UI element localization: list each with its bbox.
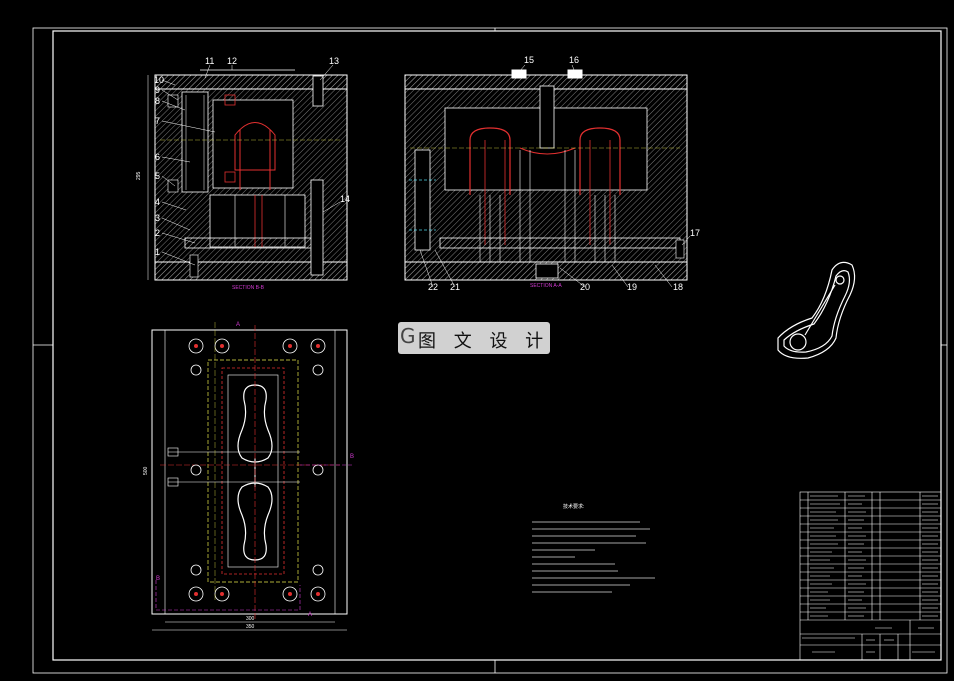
svg-text:2: 2 bbox=[155, 228, 160, 238]
svg-text:3: 3 bbox=[155, 213, 160, 223]
watermark-logo: G bbox=[400, 324, 416, 348]
svg-text:5: 5 bbox=[155, 171, 160, 181]
dim-plan-height: 500 bbox=[143, 466, 149, 475]
dim-section-height: 295 bbox=[136, 171, 142, 180]
svg-text:12: 12 bbox=[227, 56, 237, 66]
svg-text:4: 4 bbox=[155, 197, 160, 207]
svg-text:18: 18 bbox=[673, 282, 683, 292]
plan-view: 300 350 500 A A B B bbox=[143, 322, 354, 631]
axis-label-b-left: B bbox=[156, 576, 160, 582]
svg-text:21: 21 bbox=[450, 282, 460, 292]
axis-label-a-bottom: A bbox=[308, 612, 312, 618]
section-label-b-b: SECTION B-B bbox=[232, 285, 265, 291]
watermark-text: 图 文 设 计 bbox=[418, 331, 550, 352]
svg-text:15: 15 bbox=[524, 55, 534, 65]
svg-text:10: 10 bbox=[154, 75, 164, 85]
svg-text:1: 1 bbox=[155, 247, 160, 257]
section-label-a-a: SECTION A-A bbox=[530, 283, 562, 289]
dim-plan-width: 300 bbox=[246, 616, 255, 622]
section-view-b-b: 295 SECTION B-B bbox=[136, 69, 348, 291]
axis-label-b-right: B bbox=[350, 454, 354, 460]
svg-text:14: 14 bbox=[340, 194, 350, 204]
dim-plan-width-outer: 350 bbox=[246, 624, 255, 630]
axis-label-a-top: A bbox=[236, 322, 240, 328]
title-block-text-lines bbox=[802, 495, 938, 653]
part-numbers-left: 1 2 3 4 5 6 7 8 9 10 11 12 13 14 bbox=[154, 56, 350, 257]
part-isometric-view bbox=[777, 261, 856, 359]
part-numbers-right: 15 16 17 18 19 20 21 22 bbox=[428, 55, 700, 292]
leader-lines-left bbox=[161, 64, 341, 266]
svg-text:20: 20 bbox=[580, 282, 590, 292]
leader-lines-right bbox=[419, 64, 691, 288]
svg-text:17: 17 bbox=[690, 228, 700, 238]
svg-text:11: 11 bbox=[205, 56, 214, 66]
notes-title: 技术要求: bbox=[563, 503, 584, 510]
outer-frame bbox=[32, 27, 948, 674]
watermark-badge bbox=[398, 322, 550, 354]
svg-text:13: 13 bbox=[329, 56, 339, 66]
section-view-a-a: SECTION A-A bbox=[404, 69, 688, 289]
inner-frame bbox=[52, 30, 942, 661]
technical-notes: 技术要求: bbox=[532, 503, 655, 593]
svg-text:16: 16 bbox=[569, 55, 579, 65]
svg-text:7: 7 bbox=[155, 116, 160, 126]
svg-text:8: 8 bbox=[155, 96, 160, 106]
svg-text:6: 6 bbox=[155, 152, 160, 162]
svg-text:9: 9 bbox=[155, 85, 160, 95]
title-block bbox=[799, 491, 942, 661]
svg-text:22: 22 bbox=[428, 282, 438, 292]
svg-text:19: 19 bbox=[627, 282, 637, 292]
